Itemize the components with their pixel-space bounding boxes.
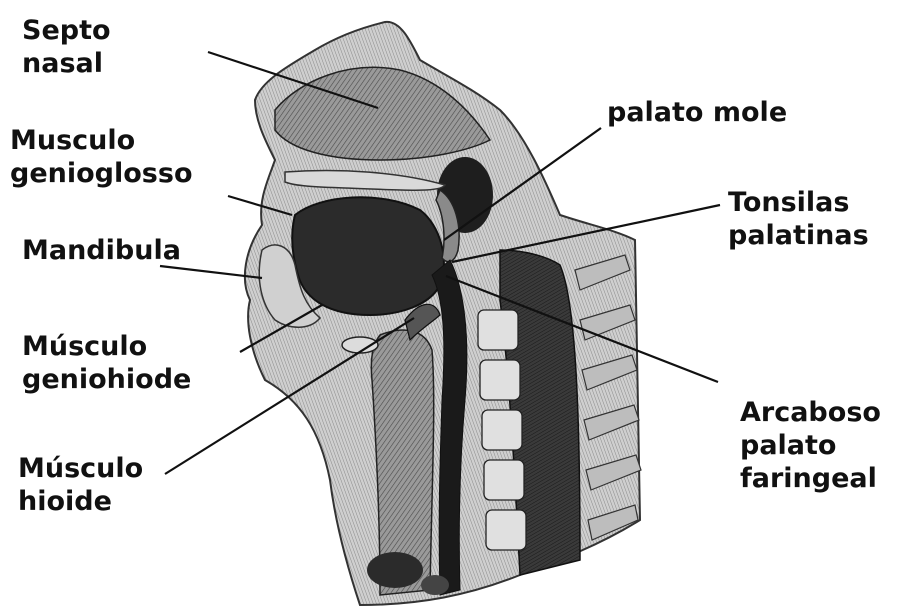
label-septo-nasal: Septo nasal [22, 14, 111, 80]
label-musculo-genioglosso: Musculo genioglosso [10, 124, 193, 190]
label-arcaboso-palato-faringeal: Arcaboso palato faringeal [740, 396, 881, 495]
lower-neck-structure [421, 575, 449, 595]
label-palato-mole: palato mole [607, 96, 787, 129]
lower-neck-structure [367, 552, 423, 588]
label-tonsilas-palatinas: Tonsilas palatinas [728, 186, 869, 252]
label-mandibula: Mandibula [22, 234, 181, 267]
label-musculo-hioide: Músculo hioide [18, 452, 143, 518]
label-musculo-geniohiode: Músculo geniohiode [22, 330, 191, 396]
tongue [292, 197, 444, 315]
